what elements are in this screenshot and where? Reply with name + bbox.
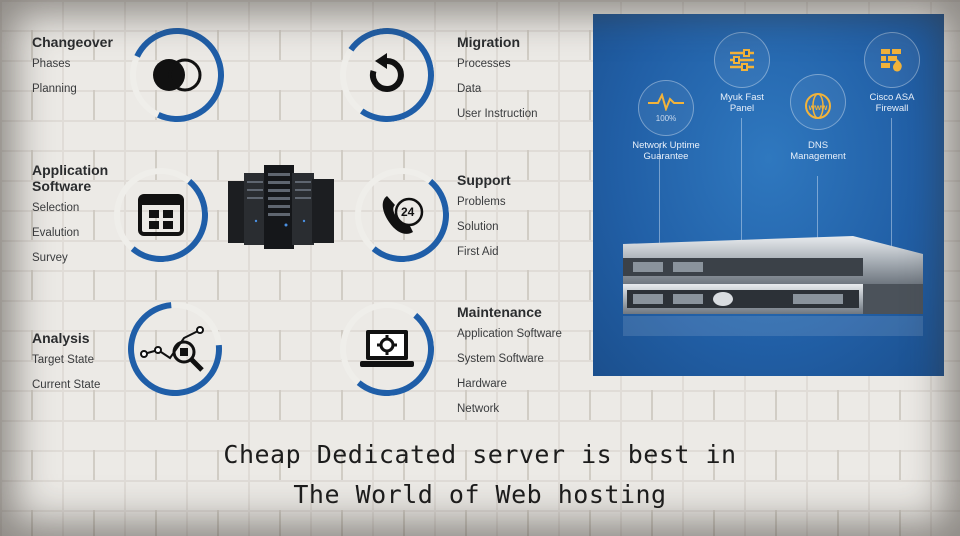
support-item: First Aid [457,246,499,258]
caption-line-2: The World of Web hosting [293,480,667,509]
feature-label: Panel [729,103,755,114]
analysis-group: Analysis Target State Current State [32,330,100,398]
firewall-icon [881,49,902,72]
globe-icon [805,92,831,119]
feature-label: Network Uptime [632,140,700,151]
pulse-icon [648,92,684,111]
maintenance-item: Application Software [457,328,562,340]
application-ring [110,164,212,266]
changeover-ring [116,14,238,136]
maintenance-item: Hardware [457,378,507,390]
feature-label: DNS [807,140,829,151]
feature-network-uptime: 100% Network Uptime Guarantee [621,80,711,162]
migration-group: Migration Processes Data User Instructio… [457,34,538,127]
analysis-item: Current State [32,379,101,391]
changeover-item: Phases [32,58,71,70]
caption-line-1: Cheap Dedicated server is best in [223,440,737,469]
support-ring: 24 [351,164,453,266]
uptime-badge: 100% [655,113,677,123]
migration-title: Migration [457,34,520,50]
analysis-ring [108,282,242,416]
feature-label: Cisco ASA [869,92,915,103]
maintenance-ring [336,298,438,400]
changeover-item: Planning [32,83,77,95]
maintenance-title: Maintenance [457,304,542,320]
application-item: Selection [32,202,80,214]
server-rack-illustration [226,165,338,251]
analysis-title: Analysis [32,330,90,346]
support-item: Solution [457,221,499,233]
laptop-gear-icon [340,302,434,396]
support-group: Support Problems Solution First Aid [457,172,511,265]
changeover-group: Changeover Phases Planning [32,34,113,102]
support-title: Support [457,172,511,188]
feature-myuk-panel: Myuk Fast Panel [697,32,787,114]
migration-item: Data [457,83,482,95]
application-item: Evalution [32,227,80,239]
phone-24-icon: 24 [355,168,449,262]
feature-label: Firewall [875,103,909,114]
changeover-title: Changeover [32,34,113,50]
overlapping-circles-icon [130,28,224,122]
maintenance-item: System Software [457,353,544,365]
hosting-features-panel: 100% Network Uptime Guarantee Myuk Fast … [593,14,944,376]
sliders-icon [730,49,754,71]
refresh-arrow-icon [340,28,434,122]
migration-ring [332,20,442,130]
feature-label: Management [790,151,846,162]
application-software-title: Application Software [32,162,109,194]
support-item: Problems [457,196,506,208]
migration-item: Processes [457,58,511,70]
feature-label: Guarantee [643,151,689,162]
support-24-badge: 24 [401,205,415,219]
feature-dns-management: www DNS Management [773,74,863,162]
maintenance-item: Network [457,403,500,415]
application-software-group: Application Software Selection Evalution… [32,162,108,271]
analytics-magnifier-icon [128,302,222,396]
dns-badge: www [808,102,828,112]
analysis-item: Target State [32,354,95,366]
maintenance-group: Maintenance Application Software System … [457,304,562,422]
app-grid-window-icon [114,168,208,262]
rack-server-illustration [623,236,923,336]
migration-item: User Instruction [457,108,538,120]
feature-cisco-firewall: Cisco ASA Firewall [847,32,937,114]
feature-label: Myuk Fast [720,92,764,103]
application-item: Survey [32,252,68,264]
